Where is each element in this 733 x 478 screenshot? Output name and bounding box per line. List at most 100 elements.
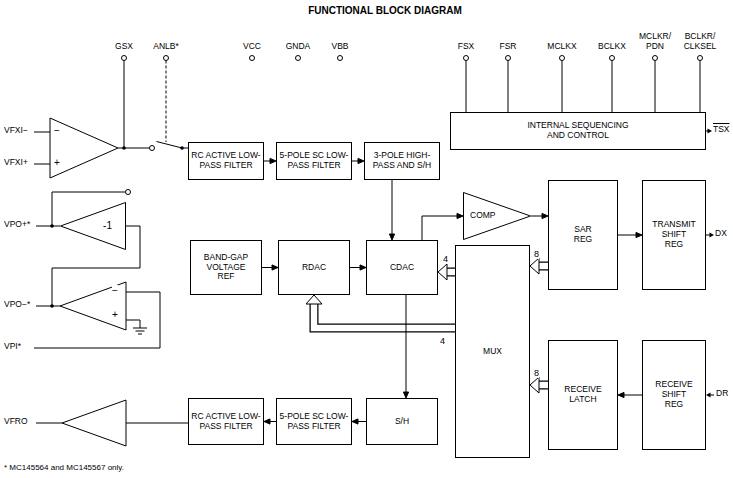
pin-name: VPI* <box>4 342 21 352</box>
signal-arrow <box>389 180 394 240</box>
diagram-title: FUNCTIONAL BLOCK DIAGRAM <box>308 5 462 16</box>
wire <box>36 226 60 227</box>
node-text: RECEIVE LATCH <box>564 385 601 405</box>
junction-dot <box>122 146 126 150</box>
junction-dot <box>50 224 54 228</box>
node-text: 3-POLE HIGH-PASS AND S/H <box>365 151 439 171</box>
control-block: INTERNAL SEQUENCING AND CONTROL <box>450 112 706 150</box>
node-text: TRANSMIT SHIFT REG <box>652 220 695 249</box>
ground-symbol <box>133 328 147 329</box>
triangle-outline <box>61 203 126 250</box>
signal-arrow <box>618 392 642 397</box>
switch-contact <box>150 146 155 151</box>
signal-arrow <box>531 213 548 218</box>
arrowhead <box>530 377 539 393</box>
pin-wire <box>710 395 714 396</box>
bus-width-label: 4 <box>443 254 448 264</box>
filter-box: 3-POLE HIGH-PASS AND S/H <box>364 142 440 180</box>
signal-arrow <box>403 295 408 398</box>
signal-arrow <box>352 419 366 424</box>
footnote: * MC145564 and MC145567 only. <box>4 463 124 472</box>
signal-line <box>350 267 361 268</box>
bus-arrow <box>306 295 455 328</box>
signal-line <box>392 180 393 235</box>
pin-arrowhead <box>706 393 711 398</box>
pin-terminal <box>338 56 343 61</box>
junction-dot <box>50 304 54 308</box>
pin-terminal <box>560 56 565 61</box>
node-text: RC ACTIVE LOW-PASS FILTER <box>189 151 263 171</box>
signal-line <box>623 395 642 396</box>
arrowhead <box>618 392 624 397</box>
register-box: SAR REG <box>548 180 618 290</box>
pin-terminal <box>250 56 255 61</box>
signal-arrow <box>618 232 642 237</box>
bus-width-label: 8 <box>534 368 539 378</box>
wire <box>126 320 140 328</box>
pin-arrowhead <box>708 129 713 134</box>
pin-name: BCLKX <box>598 42 626 52</box>
node-text: -1 <box>103 220 112 232</box>
signal-line <box>262 267 273 268</box>
inverter-triangle: -1 <box>60 202 126 250</box>
pin-name: VFXI− <box>4 126 28 136</box>
dac-box: CDAC <box>366 240 438 295</box>
pin-terminal <box>464 56 469 61</box>
junction-dot <box>180 146 184 150</box>
wire <box>52 192 53 226</box>
pin-terminal <box>296 56 301 61</box>
node-text: INTERNAL SEQUENCING AND CONTROL <box>518 121 638 141</box>
signal-arrow <box>262 265 278 270</box>
filter-box: RC ACTIVE LOW-PASS FILTER <box>188 398 264 445</box>
pin-terminal <box>610 56 615 61</box>
wire <box>34 132 50 133</box>
reference-box: BAND-GAP VOLTAGE REF <box>190 240 262 295</box>
node-text: BAND-GAP VOLTAGE REF <box>198 253 254 282</box>
pin-wire <box>700 61 701 113</box>
bus-width-label: 8 <box>534 249 539 259</box>
mux-box: MUX <box>455 245 530 458</box>
pin-terminal <box>653 56 658 61</box>
signal-line <box>531 216 543 217</box>
node-text: SAR REG <box>574 225 592 245</box>
register-box: RECEIVE SHIFT REG <box>642 340 706 450</box>
switch-blade <box>157 142 183 149</box>
pin-name: VFXI+ <box>4 158 28 168</box>
signal-arrow <box>422 213 463 240</box>
arrowhead <box>352 419 358 424</box>
input-sign: + <box>54 157 60 169</box>
output-op-amp <box>60 282 126 330</box>
pin-name: GSX <box>115 42 133 52</box>
register-box: TRANSMIT SHIFT REG <box>642 180 706 290</box>
pin-name: GNDA <box>286 42 311 52</box>
pin-name: MCLKX <box>547 42 576 52</box>
signal-arrow <box>350 265 366 270</box>
bus-width-label: 4 <box>440 336 445 346</box>
signal-arrow <box>264 158 276 163</box>
arrowhead <box>530 258 539 274</box>
pin-wire <box>508 61 509 113</box>
signal-arrow <box>264 419 276 424</box>
control-dashed-line <box>166 61 167 143</box>
filter-box: 5-POLE SC LOW-PASS FILTER <box>276 142 352 180</box>
switch-contact <box>126 190 131 195</box>
node-text: RECEIVE SHIFT REG <box>655 380 692 409</box>
wire <box>34 164 50 165</box>
wire <box>126 423 190 424</box>
input-sign: − <box>112 285 118 297</box>
bus-arrow <box>438 264 455 280</box>
latch-box: RECEIVE LATCH <box>548 340 618 450</box>
dac-box: RDAC <box>278 240 350 295</box>
pin-name: MCLKR/ PDN <box>639 32 671 52</box>
signal-line <box>422 216 458 240</box>
node-outline <box>60 202 126 250</box>
receive-buffer-amp <box>62 400 126 446</box>
signal-line <box>618 235 637 236</box>
pin-name: BCLKR/ CLKSEL <box>684 32 717 52</box>
filter-box: 5-POLE SC LOW-PASS FILTER <box>276 398 352 445</box>
pin-name: VCC <box>243 42 261 52</box>
pin-name: FSX <box>458 42 475 52</box>
arrowhead <box>438 264 447 280</box>
wire <box>124 61 125 149</box>
triangle-outline <box>464 193 531 240</box>
